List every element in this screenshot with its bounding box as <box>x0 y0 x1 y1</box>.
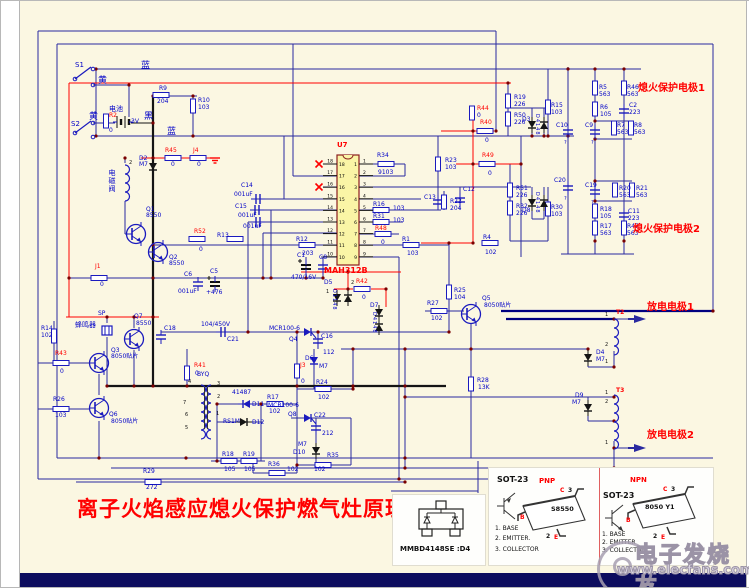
pnp-pkg-label: SOT-23 <box>497 475 529 484</box>
svg-text:3: 3 <box>354 185 357 191</box>
svg-text:10: 10 <box>339 255 345 261</box>
svg-text:4: 4 <box>354 197 357 203</box>
npn-pin1-label: 1. BASE <box>602 531 626 538</box>
svg-text:12: 12 <box>327 228 333 234</box>
svg-text:7: 7 <box>363 228 366 234</box>
svg-text:17: 17 <box>339 174 345 180</box>
svg-text:10: 10 <box>327 251 333 257</box>
pnp-part-name: S8550 <box>551 505 574 513</box>
pnp-pin3-label: 3. COLLECTOR <box>495 546 539 553</box>
svg-text:14: 14 <box>339 208 345 214</box>
svg-text:12: 12 <box>339 232 345 238</box>
svg-text:13: 13 <box>327 217 333 223</box>
npn-pkg-label: SOT-23 <box>603 491 635 500</box>
npn-collector-mark: C <box>663 486 668 493</box>
svg-text:2: 2 <box>354 174 357 180</box>
left-margin <box>1 1 20 587</box>
npn-base-mark: B <box>626 517 631 524</box>
svg-text:16: 16 <box>339 185 345 191</box>
npn-part-name: 8050 Y1 <box>645 503 675 511</box>
package-mmbd4148: MMBD4148SE :D4 <box>392 494 486 566</box>
svg-text:4: 4 <box>363 193 366 199</box>
npn-pin2-num: 2 <box>653 533 658 540</box>
pnp-symbol-sketch <box>497 492 516 520</box>
npn-pin3-num: 3 <box>671 486 676 493</box>
svg-text:5: 5 <box>363 205 366 211</box>
svg-text:14: 14 <box>327 205 333 211</box>
pnp-package-3d <box>517 488 586 537</box>
npn-pin2-label: 2. EMITTER <box>602 539 636 546</box>
npn-emitter-mark: E <box>661 534 666 541</box>
svg-text:9: 9 <box>363 251 366 257</box>
mmbd-part-name: MMBD4148SE :D4 <box>400 545 471 553</box>
npn-tag: NPN <box>630 476 647 484</box>
svg-text:5: 5 <box>354 208 357 214</box>
pnp-pin3-num: 3 <box>568 487 573 494</box>
svg-text:11: 11 <box>339 243 345 249</box>
svg-text:2: 2 <box>363 170 366 176</box>
svg-text:17: 17 <box>327 170 333 176</box>
pnp-pin1-label: 1. BASE <box>495 525 519 532</box>
svg-text:15: 15 <box>339 197 345 203</box>
svg-text:13: 13 <box>339 220 345 226</box>
pnp-tag: PNP <box>539 477 556 485</box>
svg-text:15: 15 <box>327 193 333 199</box>
svg-text:8: 8 <box>363 240 366 246</box>
svg-text:11: 11 <box>327 240 333 246</box>
pnp-pin2-num: 2 <box>546 533 551 540</box>
pnp-base-mark: B <box>520 514 525 521</box>
svg-text:16: 16 <box>327 182 333 188</box>
pnp-collector-mark: C <box>560 487 565 494</box>
pnp-pin2-label: 2. EMITTER. <box>495 535 531 542</box>
pnp-emitter-mark: E <box>554 534 559 541</box>
svg-text:18: 18 <box>327 159 333 165</box>
svg-text:8: 8 <box>354 243 357 249</box>
npn-symbol-sketch <box>605 504 624 532</box>
package-sot23-panel: SOT-23 PNP S8550 B C 3 2 E 1. BASE 2. EM… <box>488 467 714 566</box>
svg-text:9: 9 <box>354 255 357 261</box>
bottom-bar <box>1 573 749 587</box>
right-margin <box>746 1 749 587</box>
svg-text:18: 18 <box>339 162 345 168</box>
svg-text:6: 6 <box>363 217 366 223</box>
svg-text:1: 1 <box>363 159 366 165</box>
npn-package-3d <box>627 486 696 535</box>
package-divider <box>599 468 600 565</box>
svg-text:3: 3 <box>363 182 366 188</box>
svg-text:7: 7 <box>354 232 357 238</box>
svg-text:1: 1 <box>354 162 357 168</box>
schematic-title: 离子火焰感应熄火保护燃气灶原理图 <box>77 497 429 521</box>
mmbd-package-drawing <box>418 500 464 537</box>
svg-text:6: 6 <box>354 220 357 226</box>
npn-pin3-label: 3. COLLECTOR <box>602 547 646 554</box>
